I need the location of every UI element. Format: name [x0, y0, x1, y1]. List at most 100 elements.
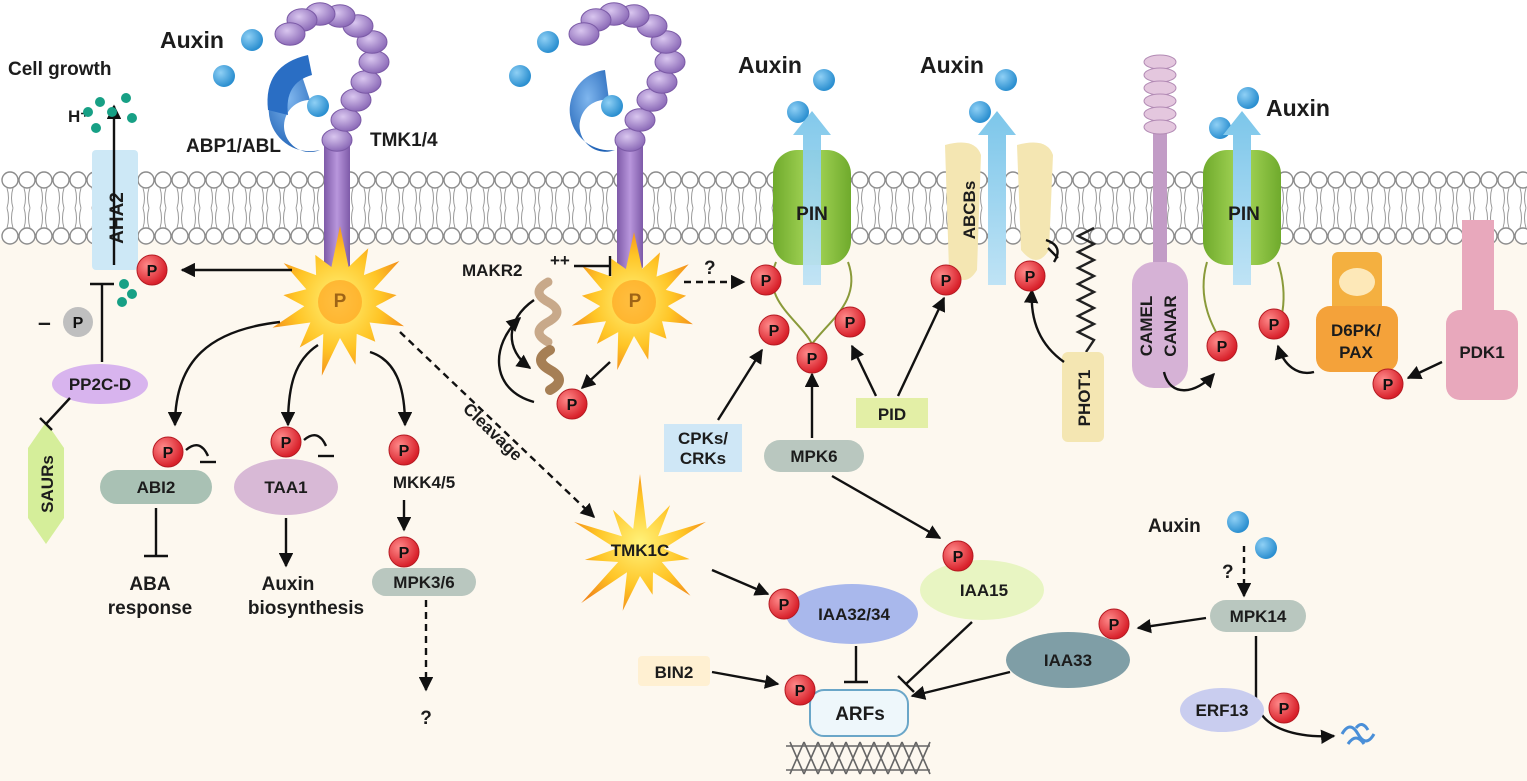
- cpks-label-2: CRKs: [680, 449, 726, 468]
- erf13-label: ERF13: [1196, 701, 1249, 720]
- saurs-node: [28, 422, 64, 544]
- mpk6-label: MPK6: [790, 447, 837, 466]
- question-label-1: ?: [704, 258, 716, 279]
- auxin-molecules: [213, 29, 1277, 559]
- bin2-node: [638, 656, 710, 686]
- phosphate-label: P: [1279, 701, 1290, 718]
- camel-label: CAMEL: [1137, 296, 1156, 356]
- phosphate-label: P: [399, 545, 410, 562]
- pin-label-1: PIN: [796, 204, 828, 225]
- erf13-node: [1180, 688, 1264, 732]
- aba-label: ABA: [129, 574, 170, 595]
- arfs-label: ARFs: [835, 704, 885, 725]
- phosphate-label: P: [567, 397, 578, 414]
- tmk1c-burst: [574, 474, 706, 611]
- camel-canar-receptor: [1132, 54, 1188, 388]
- dephospho-p: [63, 307, 93, 337]
- tmk-receptor-2: [568, 2, 686, 270]
- proton-dots: [83, 93, 137, 307]
- pdk1-label: PDK1: [1459, 343, 1504, 362]
- tmk14-receptor: [267, 2, 390, 270]
- phosphate-label: P: [761, 273, 772, 290]
- pp2c-d-node: [52, 364, 148, 404]
- iaa33-label: IAA33: [1044, 651, 1092, 670]
- abi2-node: [100, 470, 212, 504]
- phosphate-label: P: [399, 443, 410, 460]
- phot1-transmembrane: [1075, 226, 1097, 353]
- cpks-crks-node: [664, 424, 742, 472]
- abcbs-label: ABCBs: [960, 181, 979, 240]
- tmk14-label: TMK1/4: [370, 130, 438, 151]
- taa1-node: [234, 459, 338, 515]
- mkk45-label: MKK4/5: [393, 473, 455, 492]
- abcb-transporter: [945, 111, 1053, 285]
- saurs-inhibit-line: [45, 397, 71, 425]
- iaa33-node: [1006, 632, 1130, 688]
- iaa15-label: IAA15: [960, 581, 1008, 600]
- d6pk-label-2: PAX: [1339, 343, 1373, 362]
- cell-growth-label: Cell growth: [8, 59, 111, 80]
- tmk1c-label: TMK1C: [611, 541, 670, 560]
- svg-text:P: P: [73, 315, 84, 332]
- mpk14-node: [1210, 600, 1306, 632]
- mpk36-node: [372, 568, 476, 596]
- cpks-label-1: CPKs/: [678, 429, 728, 448]
- auxin-label-2: Auxin: [738, 52, 802, 78]
- plasma-membrane: [1, 171, 1527, 245]
- taa1-label: TAA1: [264, 478, 307, 497]
- phosphate-label: P: [795, 683, 806, 700]
- dna-helix: [786, 741, 931, 775]
- auxin-bio-label-2: biosynthesis: [248, 598, 364, 619]
- phot1-label: PHOT1: [1075, 370, 1094, 427]
- phosphate-label: P: [1383, 377, 1394, 394]
- arfs-node: [809, 689, 909, 737]
- phosphate-label: P: [941, 273, 952, 290]
- d6pk-label-1: D6PK/: [1331, 321, 1381, 340]
- abi2-label: ABI2: [137, 478, 176, 497]
- phot1-to-abcb-arrow: [1023, 288, 1065, 363]
- bin2-label: BIN2: [655, 663, 694, 682]
- phosphate-label: P: [1269, 317, 1280, 334]
- phosphate-label: P: [845, 315, 856, 332]
- d6pk-pax-node: [1316, 252, 1398, 372]
- phot1-node: [1062, 352, 1104, 442]
- tmk1c-to-iaa32-arrow: [711, 568, 770, 596]
- iaa32-34-label: IAA32/34: [818, 605, 890, 624]
- mpk6-node: [764, 440, 864, 472]
- auxin-bio-label-1: Auxin: [262, 574, 315, 595]
- mpk36-label: MPK3/6: [393, 573, 454, 592]
- aha2-label: AHA2: [107, 192, 128, 244]
- burst-to-abi2-arrow: [167, 320, 281, 427]
- pid-node: [856, 398, 928, 428]
- phosphate-label: P: [163, 445, 174, 462]
- phosphate-label: P: [779, 597, 790, 614]
- makr2-membrane-form: [534, 277, 562, 347]
- auxin-label-3: Auxin: [920, 52, 984, 78]
- burst-to-taa1-arrow: [280, 343, 319, 427]
- phosphate-label: P: [1109, 617, 1120, 634]
- phosphate-label: P: [1025, 269, 1036, 286]
- iaa32-34-node: [786, 584, 918, 644]
- pin-transporter-2: [1202, 111, 1285, 347]
- phosphate-label: P: [953, 549, 964, 566]
- auxin-label-5: Auxin: [1148, 516, 1201, 537]
- saurs-label: SAURs: [38, 455, 57, 513]
- unknown-target-label: ?: [420, 708, 432, 729]
- auxin-label-4: Auxin: [1266, 95, 1330, 121]
- mpk14-label: MPK14: [1230, 607, 1287, 626]
- degradation-fragments-icon: [1340, 723, 1376, 745]
- phosphate-label: P: [281, 435, 292, 452]
- plusplus-label: ++: [550, 251, 570, 270]
- pp2c-d-label: PP2C-D: [69, 375, 131, 394]
- phosphate-label: P: [807, 351, 818, 368]
- mpk6-to-iaa15-arrow: [831, 474, 942, 540]
- canar-label: CANAR: [1161, 295, 1180, 356]
- makr2-cytosol-form: [536, 345, 564, 395]
- phosphate-label: P: [1217, 339, 1228, 356]
- burst2-to-makr2-arrow: [580, 361, 611, 389]
- iaa15-node: [920, 560, 1044, 620]
- cleavage-arrow: [399, 331, 596, 518]
- abp1-abl-label: ABP1/ABL: [186, 136, 281, 157]
